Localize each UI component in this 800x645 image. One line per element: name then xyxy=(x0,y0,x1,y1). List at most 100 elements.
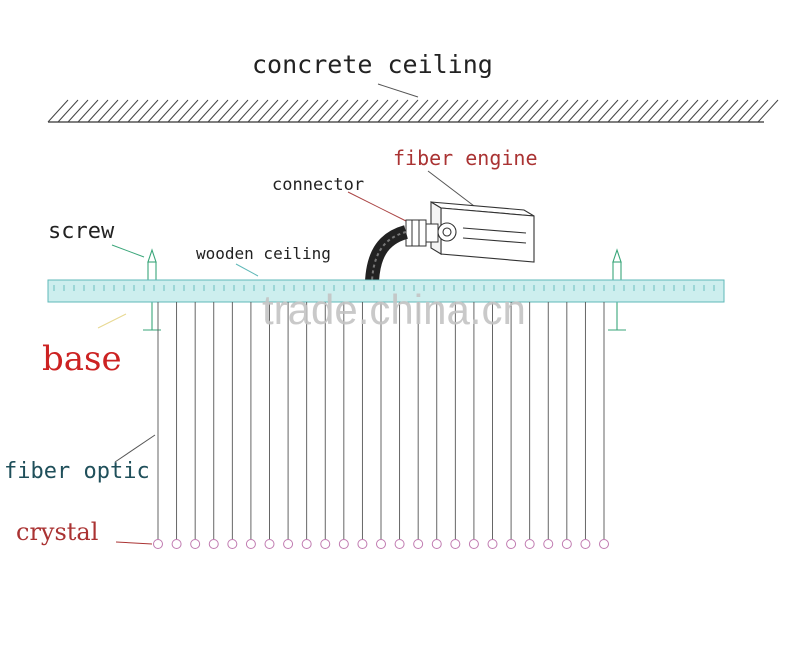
hatch-line xyxy=(207,99,229,123)
hatch-line xyxy=(657,99,679,123)
hatch-line xyxy=(407,99,429,123)
hatch-line xyxy=(737,99,759,123)
crystal-label: crystal xyxy=(16,518,98,546)
fiber-optic-strands xyxy=(157,302,605,539)
crystal-icon xyxy=(506,539,517,549)
hatch-line xyxy=(517,99,539,123)
hatch-line xyxy=(577,99,599,123)
hatch-line xyxy=(247,99,269,123)
crystal-icon xyxy=(376,539,386,549)
hatch-line xyxy=(307,99,329,123)
hatch-line xyxy=(167,99,189,123)
hatch-line xyxy=(107,99,129,123)
hatch-line xyxy=(617,99,639,123)
hatch-line xyxy=(47,99,69,123)
wooden-ceiling-board xyxy=(47,279,725,303)
hatch-line xyxy=(97,99,119,123)
hatch-line xyxy=(447,99,469,123)
hatch-line xyxy=(237,99,259,123)
fiber-optic-leader xyxy=(114,434,156,463)
crystal-icon xyxy=(543,539,554,549)
hatch-line xyxy=(57,99,79,123)
hatch-line xyxy=(137,99,159,123)
hatch-line xyxy=(357,99,379,123)
hatch-line xyxy=(157,99,179,123)
connector-plug xyxy=(405,219,439,247)
hatch-line xyxy=(287,99,309,123)
hatch-line xyxy=(317,99,339,123)
hatch-line xyxy=(527,99,549,123)
hatch-line xyxy=(507,99,529,123)
wooden-ceiling-label: wooden ceiling xyxy=(196,244,331,263)
hatch-line xyxy=(477,99,499,123)
crystal-icon xyxy=(171,539,182,549)
hatch-line xyxy=(607,99,629,123)
hatch-line xyxy=(647,99,669,123)
concrete-hatching xyxy=(47,99,779,123)
hatch-line xyxy=(267,99,289,123)
crystal-icon xyxy=(394,539,405,549)
hatch-line xyxy=(487,99,509,123)
hatch-line xyxy=(67,99,89,123)
wooden-ceiling-texture xyxy=(53,285,715,291)
concrete-ceiling-label: concrete ceiling xyxy=(252,50,493,79)
crystal-icon xyxy=(468,539,479,549)
crystal-icon xyxy=(413,539,424,549)
hatch-line xyxy=(187,99,209,123)
crystal-icon xyxy=(357,539,368,549)
crystal-icon xyxy=(283,539,294,549)
hatch-line xyxy=(387,99,409,123)
hatch-line xyxy=(757,99,779,123)
connector-leader xyxy=(347,191,407,222)
hatch-line xyxy=(277,99,299,123)
crystal-icon xyxy=(450,539,461,549)
hatch-line xyxy=(177,99,199,123)
hatch-line xyxy=(547,99,569,123)
hatch-line xyxy=(227,99,249,123)
crystal-icon xyxy=(524,539,535,549)
hatch-line xyxy=(637,99,659,123)
hatch-line xyxy=(397,99,419,123)
crystal-icon xyxy=(561,539,572,549)
crystal-icon xyxy=(338,539,349,549)
hatch-line xyxy=(537,99,559,123)
watermark-text: trade.china.cn xyxy=(262,286,526,333)
screw-label: screw xyxy=(48,219,115,244)
concrete-ceiling xyxy=(47,99,779,123)
hatch-line xyxy=(217,99,239,123)
hatch-line xyxy=(627,99,649,123)
fiber-optic-label: fiber optic xyxy=(4,459,150,484)
hatch-line xyxy=(597,99,619,123)
base-label: base xyxy=(42,339,122,379)
hatch-line xyxy=(417,99,439,123)
crystal-icon xyxy=(431,539,442,549)
hatch-line xyxy=(117,99,139,123)
crystal-row xyxy=(153,539,609,549)
hatch-line xyxy=(687,99,709,123)
hatch-line xyxy=(437,99,459,123)
hatch-line xyxy=(367,99,389,123)
hatch-line xyxy=(257,99,279,123)
hatch-line xyxy=(457,99,479,123)
connector-label: connector xyxy=(272,175,364,195)
hatch-line xyxy=(377,99,399,123)
hatch-line xyxy=(677,99,699,123)
hatch-line xyxy=(297,99,319,123)
crystal-icon xyxy=(208,539,219,549)
hatch-line xyxy=(77,99,99,123)
hatch-line xyxy=(557,99,579,123)
hatch-line xyxy=(717,99,739,123)
crystal-icon xyxy=(153,539,163,549)
hatch-line xyxy=(467,99,489,123)
crystal-leader xyxy=(115,541,153,545)
hatch-line xyxy=(667,99,689,123)
crystal-icon xyxy=(580,539,591,549)
hatch-line xyxy=(147,99,169,123)
hatch-line xyxy=(327,99,349,123)
fiber-engine-box xyxy=(430,201,535,263)
crystal-icon xyxy=(227,539,238,549)
hatch-line xyxy=(567,99,589,123)
crystal-icon xyxy=(320,539,331,549)
